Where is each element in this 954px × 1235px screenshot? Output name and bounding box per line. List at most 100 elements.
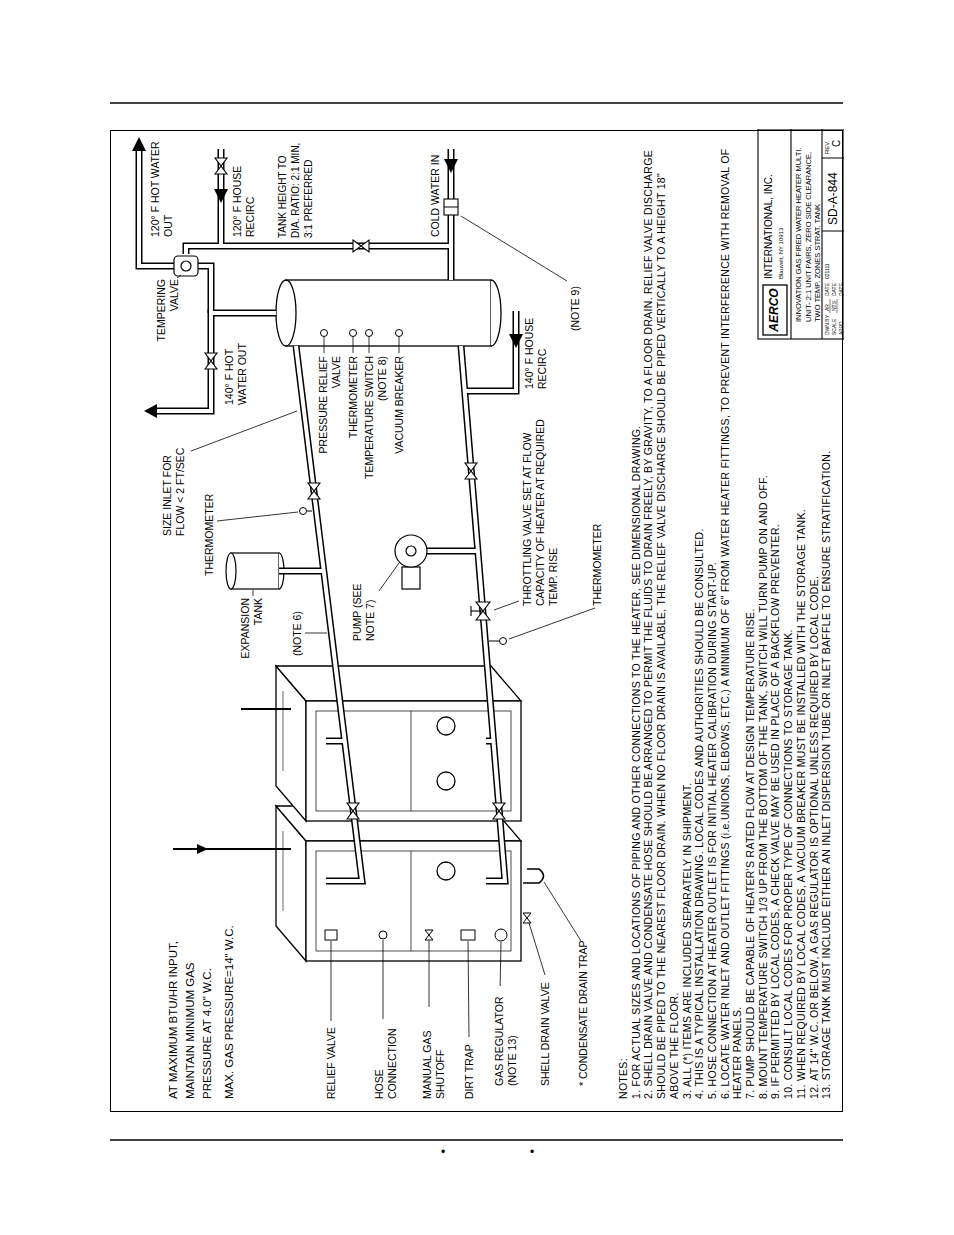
- callout-label: RELIEF VALVE: [325, 1027, 338, 1099]
- valve-symbol: [465, 463, 477, 479]
- expansion-tank: [226, 553, 284, 589]
- title-block-text: DATE: [838, 283, 844, 296]
- note-text: 9. IF PERMITTED BY LOCAL CODES, A CHECK …: [769, 344, 782, 1099]
- thermometer-symbol: [307, 511, 312, 512]
- callout-label: 120° F HOUSE RECIRC: [231, 137, 257, 237]
- heater-fitting: [523, 913, 531, 923]
- leader-line: [509, 608, 595, 639]
- heater-cabinet: [411, 851, 412, 951]
- pipe-bore: [139, 149, 516, 881]
- footer-rule: [110, 1139, 843, 1141]
- callout-label: TEMPERING VALVE: [155, 279, 181, 359]
- title-block: [758, 129, 844, 339]
- gas-line: [173, 709, 291, 854]
- pump-symbol: [395, 535, 427, 567]
- leader-line: [461, 216, 567, 281]
- storage-tank: [276, 280, 296, 346]
- flow-arrow: [444, 159, 458, 173]
- heater-fitting: [523, 869, 544, 883]
- callout-label: (NOTE 9): [569, 286, 582, 331]
- callout-label: * CONDENSATE DRAIN TRAP: [577, 941, 590, 1086]
- title-block-text: DATE: [831, 283, 837, 296]
- heater-fitting: [461, 930, 475, 940]
- company-logo: AERCO: [768, 285, 781, 335]
- callout-label: TEMPERATURE SWITCH (NOTE 8): [363, 356, 389, 486]
- note-text: 10. CONSULT LOCAL CODES FOR PROPER TYPE …: [782, 344, 795, 1099]
- callout-label: EXPANSION TANK: [239, 598, 265, 668]
- pipe-bore: [139, 149, 516, 881]
- heater-cabinet: [283, 831, 284, 911]
- valve-symbol: [353, 240, 369, 252]
- heater-fitting: [325, 869, 544, 941]
- heater-cabinet: [276, 806, 521, 961]
- callout-label: VACUUM BREAKER: [393, 356, 406, 466]
- heater-cabinet: [316, 851, 511, 951]
- valve-symbol: [493, 803, 505, 819]
- leader-line: [305, 633, 327, 634]
- valve-symbol: [215, 158, 227, 174]
- title-block: [758, 129, 844, 339]
- title-block-text: AR: [824, 304, 830, 311]
- expansion-tank: [226, 553, 236, 589]
- tank-fitting: [321, 330, 328, 337]
- gas-line: [173, 848, 291, 850]
- header-rule: [110, 102, 843, 104]
- note-text: 2. SHELL DRAIN VALVE AND CONDENSATE HOSE…: [642, 134, 680, 1099]
- expansion-tank: [231, 553, 279, 589]
- backflow-preventer: [444, 199, 458, 215]
- note-text: NOTES:: [617, 134, 630, 1099]
- leader-line: [324, 337, 325, 353]
- pump-symbol: [406, 546, 416, 556]
- valve-symbol: [205, 158, 505, 819]
- gas-line: [197, 844, 208, 854]
- note-text: 12. AT 14" W.C. OR BELOW, A GAS REGULATO…: [808, 344, 821, 1099]
- flow-arrow: [509, 334, 523, 348]
- tempering-valve: [174, 256, 198, 276]
- note-text: 5. HOSE CONNECTION AT HEATER OUTLET IS F…: [706, 134, 719, 1099]
- valve-symbol: [308, 483, 320, 499]
- tank-fitting: [366, 330, 373, 337]
- callout-label: MANUAL GAS SHUTOFF: [421, 1009, 447, 1099]
- leader-line: [217, 512, 298, 521]
- pipe-outline: [139, 149, 516, 881]
- note-text: 1. FOR ACTUAL SIZES AND LOCATIONS OF PIP…: [630, 134, 643, 1099]
- note-text: 6. LOCATE WATER INLET AND OUTLET FITTING…: [719, 134, 744, 1099]
- leader-line: [529, 923, 545, 975]
- tank-fitting: [350, 330, 357, 337]
- leader-line: [379, 563, 399, 591]
- leader-line: [191, 411, 297, 451]
- callout-label: 140° F HOUSE RECIRC: [523, 304, 549, 389]
- callout-label: TANK HEIGHT TO DIA. RATIO: 2:1 MIN, 3:1 …: [276, 134, 315, 238]
- callout-label: THROTTLING VALVE SET AT FLOW CAPACITY OF…: [521, 411, 560, 606]
- storage-tank: [286, 280, 491, 346]
- backflow-preventer: [444, 206, 458, 207]
- footer-bullet: •: [441, 1145, 445, 1159]
- callout-label: 140° F HOT WATER OUT: [223, 325, 249, 405]
- callout-label: THERMOMETER: [591, 524, 604, 606]
- heater-cabinet: [437, 862, 455, 880]
- storage-tank: [276, 280, 501, 346]
- drawing-sheet: NOTES:1. FOR ACTUAL SIZES AND LOCATIONS …: [110, 130, 843, 1112]
- title-block-text: NTS: [831, 301, 837, 311]
- leader-line: [177, 216, 595, 1037]
- thermometer-symbol: [500, 638, 507, 645]
- title-block-text: C: [831, 140, 842, 147]
- note-text: 7. PUMP SHOULD BE CAPABLE OF HEATER'S RA…: [744, 134, 757, 1099]
- title-block-text: SD-A-844: [826, 172, 840, 225]
- note-text: 3. ALL (*) ITEMS ARE INCLUDED SEPARATELY…: [681, 134, 694, 1099]
- title-block: [763, 285, 787, 335]
- leader-line: [468, 941, 469, 1037]
- callout-label: PRESSURE RELIEF VALVE: [317, 356, 343, 456]
- note-text: 11. WHEN REQUIRED BY LOCAL CODES, A VACU…: [795, 344, 808, 1099]
- storage-tank: [491, 280, 501, 346]
- pump-symbol: [402, 567, 420, 589]
- heater-fitting: [325, 930, 337, 940]
- drawing-title: INNOVATION GAS FIRED WATER HEATER MULTI.…: [794, 147, 823, 322]
- heater-fitting: [495, 929, 507, 941]
- leader-line: [369, 337, 370, 353]
- gas-pressure-note: AT MAXIMUM BTU/HR INPUT, MAINTAIN MINIMU…: [165, 909, 216, 1099]
- leader-line: [494, 601, 519, 610]
- valve-symbol: [205, 353, 217, 369]
- tempering-valve: [174, 256, 198, 276]
- tempering-valve: [181, 261, 191, 271]
